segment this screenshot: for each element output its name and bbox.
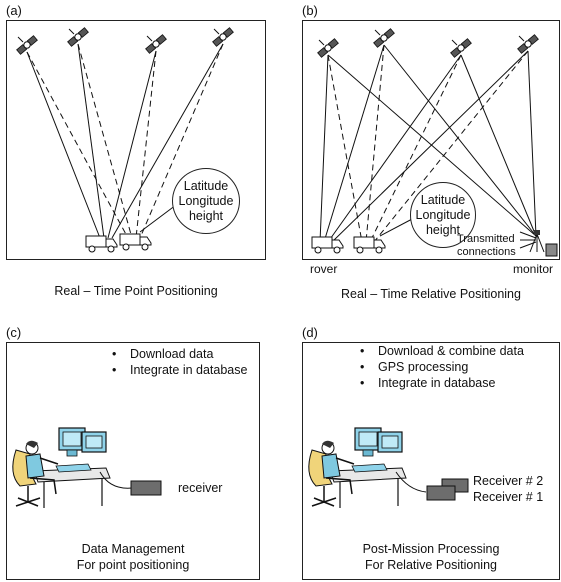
receiver-1-label: Receiver # 1 — [473, 490, 544, 504]
transmitted-line: connections — [457, 246, 516, 258]
panel-d-caption: Post-Mission Processing For Relative Pos… — [302, 541, 560, 573]
monitor-label: monitor — [513, 262, 554, 276]
bullet-item: Integrate in database — [112, 362, 247, 378]
caption-line: Post-Mission Processing — [362, 542, 500, 556]
workstation-icon — [308, 427, 407, 509]
caption-line: For point positioning — [76, 558, 190, 572]
rover-label: rover — [310, 262, 338, 276]
panel-b-letter: (b) — [302, 3, 318, 18]
bubble-line: height — [188, 208, 224, 223]
panel-b-caption: Real – Time Relative Positioning — [341, 287, 521, 301]
receiver-cable — [395, 471, 427, 493]
bubble-line: Longitude — [415, 207, 471, 222]
panel-a-letter: (a) — [6, 3, 22, 18]
receiver-cable — [99, 471, 133, 489]
panel-d-letter: (d) — [302, 325, 318, 340]
panel-a-dashed-lines — [26, 43, 224, 239]
bullet-item: Download data — [112, 346, 247, 362]
panel-c-caption: Data Management For point positioning — [6, 541, 260, 573]
bubble-line: Latitude — [420, 192, 466, 207]
monitor-station-icon — [529, 230, 558, 257]
panel-a-coordinates-bubble: Latitude Longitude height — [172, 168, 240, 234]
panel-b-dashed-lines — [327, 44, 529, 243]
receiver-label: receiver — [178, 481, 223, 495]
caption-line: Data Management — [81, 542, 185, 556]
panel-c-bullets: Download data Integrate in database — [112, 346, 247, 378]
panel-a-solid-lines — [26, 43, 224, 239]
caption-line: For Relative Positioning — [364, 558, 497, 572]
bubble-line: Latitude — [183, 178, 229, 193]
panel-c-letter: (c) — [6, 325, 22, 340]
transmitted-connections-label: Transmitted connections — [457, 233, 516, 259]
receiver-icon — [130, 480, 162, 496]
receiver-2-label: Receiver # 2 — [473, 474, 544, 488]
bullet-item: Download & combine data — [360, 343, 524, 359]
bubble-line: height — [425, 222, 461, 237]
panel-b-solid-lines — [319, 44, 537, 243]
bubble-line: Longitude — [178, 193, 234, 208]
workstation-icon — [12, 427, 111, 509]
panel-a-caption: Real – Time Point Positioning — [54, 284, 218, 298]
bullet-item: GPS processing — [360, 359, 524, 375]
panel-b-bubble-pointer — [379, 217, 415, 237]
transmitted-line: Transmitted — [457, 233, 515, 245]
receiver-labels: Receiver # 2 Receiver # 1 — [473, 473, 543, 505]
panel-d-bullets: Download & combine data GPS processing I… — [360, 343, 524, 391]
receiver-1-icon — [426, 485, 456, 501]
panel-a-bubble-pointer — [139, 204, 177, 233]
bullet-item: Integrate in database — [360, 375, 524, 391]
panel-b-coordinates-bubble: Latitude Longitude height — [410, 182, 476, 248]
